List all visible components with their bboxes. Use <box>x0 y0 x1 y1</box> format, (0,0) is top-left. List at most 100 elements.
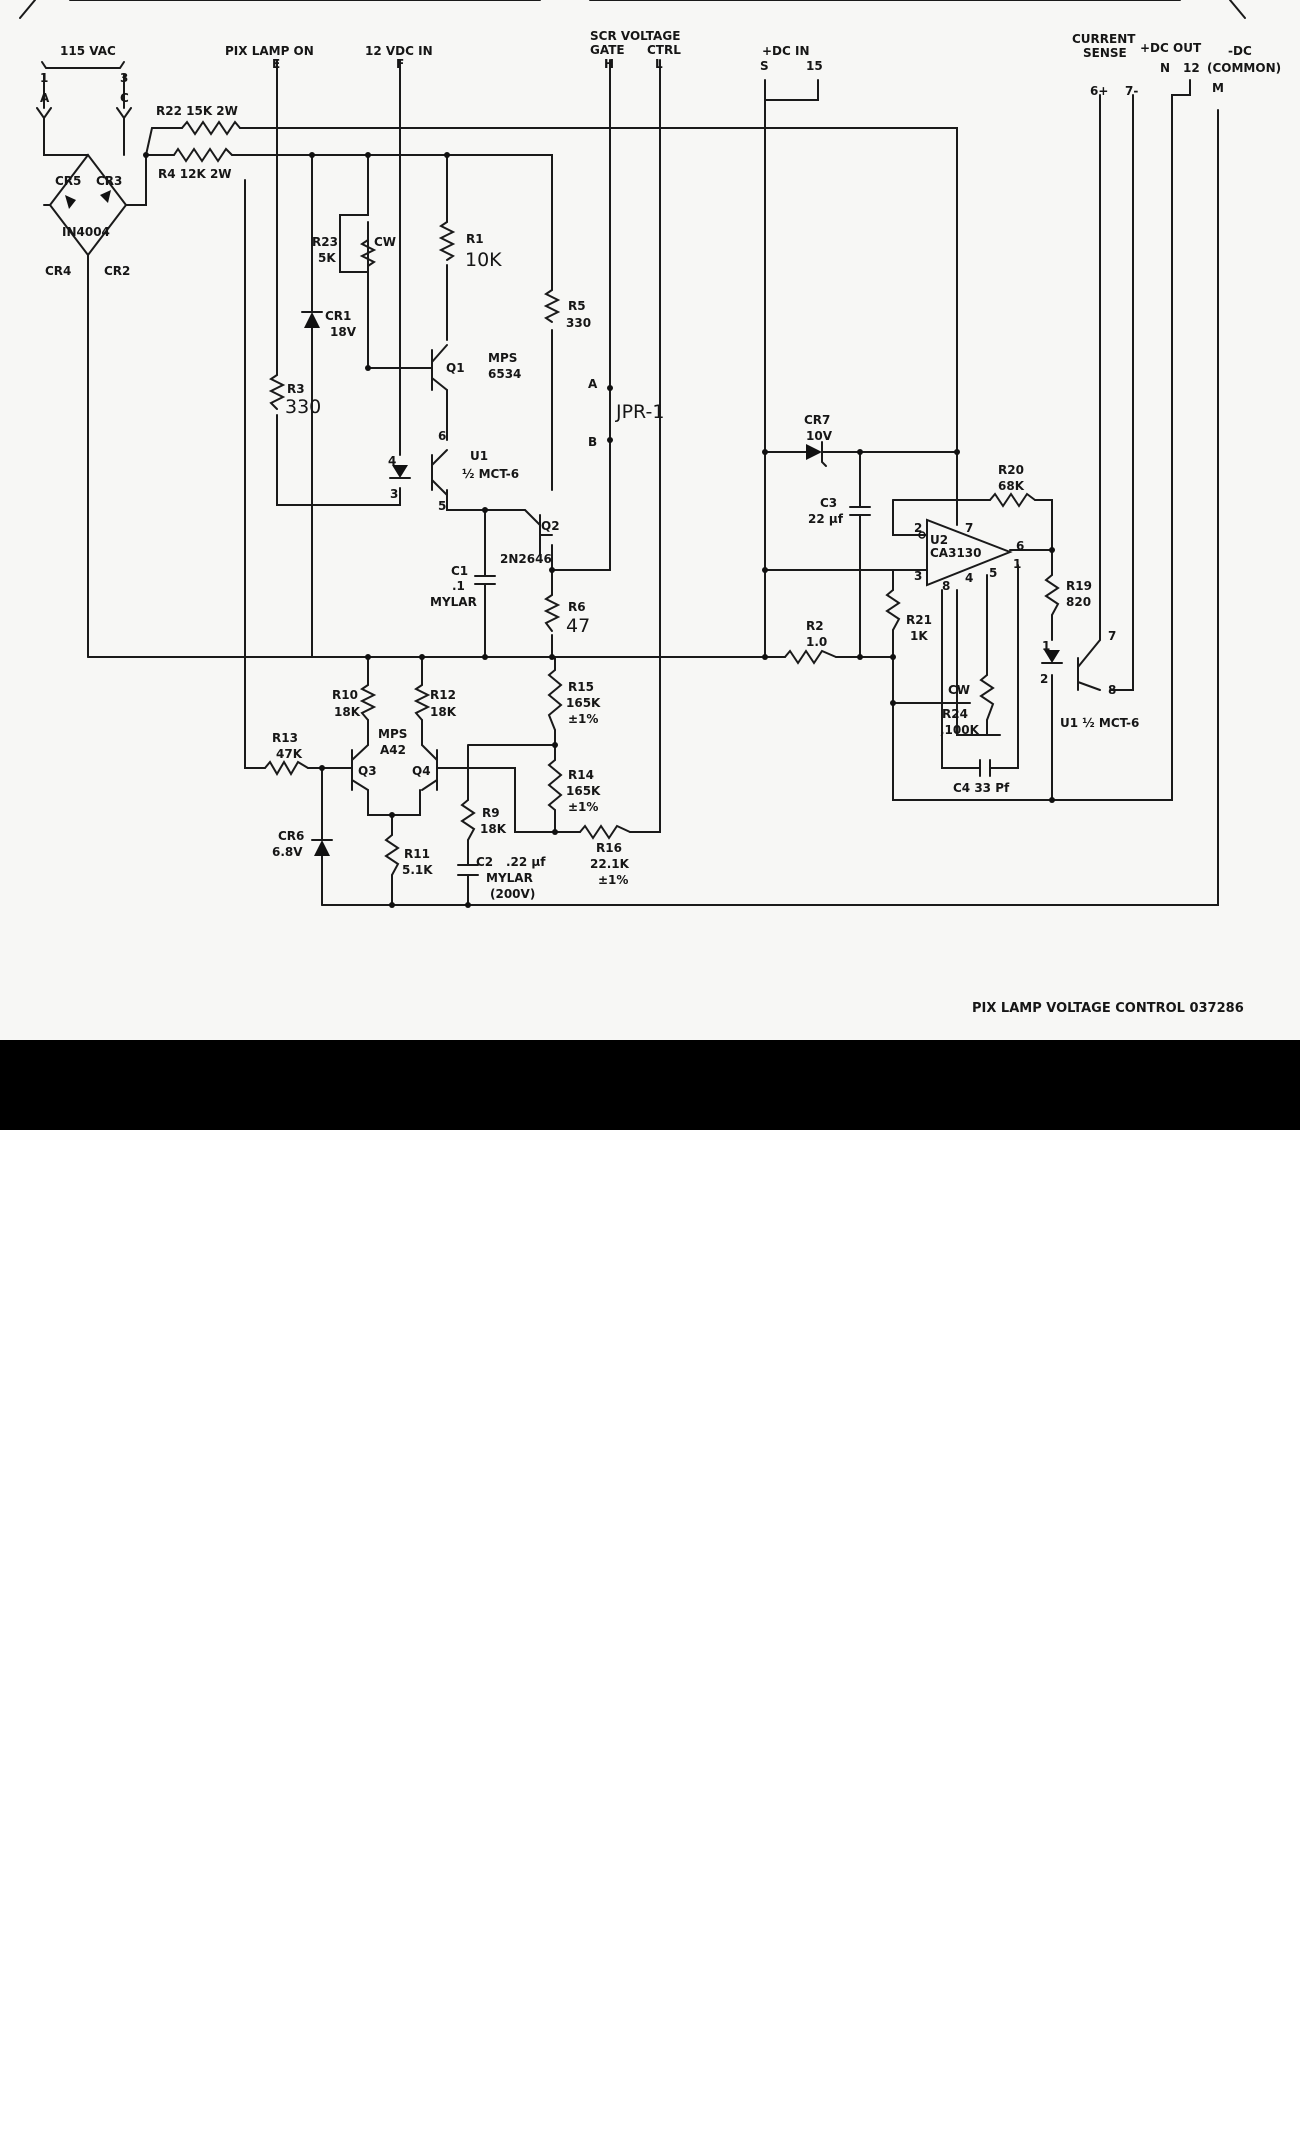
svg-text:1.0: 1.0 <box>806 635 827 649</box>
svg-text:CR1: CR1 <box>325 309 351 323</box>
svg-text:C3: C3 <box>820 496 837 510</box>
svg-text:Q2: Q2 <box>541 519 560 533</box>
svg-text:8: 8 <box>1108 683 1116 697</box>
svg-text:+DC IN: +DC IN <box>762 44 810 58</box>
svg-text:R6: R6 <box>568 600 586 614</box>
svg-text:±1%: ±1% <box>598 873 628 887</box>
svg-text:1: 1 <box>1013 557 1021 571</box>
svg-text:A: A <box>588 377 598 391</box>
svg-text:,100K: ,100K <box>940 723 980 737</box>
svg-text:M: M <box>1212 81 1224 95</box>
svg-text:.22 µf: .22 µf <box>506 855 546 869</box>
svg-text:2N2646: 2N2646 <box>500 552 552 566</box>
svg-text:C: C <box>120 91 129 105</box>
svg-text:18K: 18K <box>480 822 507 836</box>
svg-text:½ MCT-6: ½ MCT-6 <box>462 467 519 481</box>
svg-text:330: 330 <box>566 316 591 330</box>
svg-text:CR7: CR7 <box>804 413 830 427</box>
svg-text:18K: 18K <box>430 705 457 719</box>
svg-text:6.8V: 6.8V <box>272 845 303 859</box>
watermark-bar: alamy 2GAYXTH <box>0 1040 1300 2145</box>
svg-text:R12: R12 <box>430 688 456 702</box>
svg-text:Q3: Q3 <box>358 764 377 778</box>
svg-text:1: 1 <box>1042 639 1050 653</box>
svg-text:47K: 47K <box>276 747 303 761</box>
svg-text:R19: R19 <box>1066 579 1092 593</box>
labels: 115 VAC 1 A 3 C PIX LAMP ON E 12 VDC IN … <box>40 29 1281 1016</box>
svg-text:5.1K: 5.1K <box>402 863 433 877</box>
svg-text:R4 12K 2W: R4 12K 2W <box>158 167 232 181</box>
schematic-drawing: 115 VAC 1 A 3 C PIX LAMP ON E 12 VDC IN … <box>19 0 1281 1016</box>
optocouplers <box>389 465 1063 664</box>
svg-text:CW: CW <box>948 683 970 697</box>
svg-text:JPR-1: JPR-1 <box>615 401 664 423</box>
svg-text:R14: R14 <box>568 768 594 782</box>
opamp-u2 <box>926 518 1013 587</box>
svg-text:±1%: ±1% <box>568 712 598 726</box>
svg-text:H: H <box>604 57 614 71</box>
svg-text:R5: R5 <box>568 299 586 313</box>
svg-text:CTRL: CTRL <box>647 43 681 57</box>
svg-text:S: S <box>760 59 769 73</box>
svg-text:68K: 68K <box>998 479 1025 493</box>
svg-text:B: B <box>588 435 597 449</box>
image-id: 2GAYXTH <box>1130 2103 1199 2120</box>
svg-text:CR5: CR5 <box>55 174 81 188</box>
svg-text:U2: U2 <box>930 533 948 547</box>
svg-text:2: 2 <box>1040 672 1048 686</box>
svg-text:7: 7 <box>1108 629 1116 643</box>
svg-text:-DC: -DC <box>1228 44 1252 58</box>
svg-text:Q1: Q1 <box>446 361 465 375</box>
svg-text:6: 6 <box>1016 539 1024 553</box>
svg-text:R9: R9 <box>482 806 500 820</box>
svg-text:R11: R11 <box>404 847 430 861</box>
svg-text:3: 3 <box>914 569 922 583</box>
svg-text:18K: 18K <box>334 705 361 719</box>
svg-text:L: L <box>655 57 663 71</box>
svg-text:MPS: MPS <box>378 727 407 741</box>
svg-text:CR6: CR6 <box>278 829 304 843</box>
transistors <box>351 344 1101 791</box>
svg-text:N: N <box>1160 61 1170 75</box>
svg-text:.1: .1 <box>452 579 465 593</box>
label-12vdc: 12 VDC IN <box>365 44 433 58</box>
label-115vac: 115 VAC <box>60 44 116 58</box>
svg-text:18V: 18V <box>330 325 357 339</box>
svg-text:CW: CW <box>374 235 396 249</box>
svg-text:U1 ½ MCT-6: U1 ½ MCT-6 <box>1060 716 1139 730</box>
svg-text:22.1K: 22.1K <box>590 857 630 871</box>
svg-text:CR4: CR4 <box>45 264 71 278</box>
svg-text:6+: 6+ <box>1090 84 1108 98</box>
svg-text:8: 8 <box>942 579 950 593</box>
svg-text:IN4004: IN4004 <box>62 225 110 239</box>
svg-text:+DC OUT: +DC OUT <box>1140 41 1202 55</box>
svg-text:10V: 10V <box>806 429 833 443</box>
svg-text:4: 4 <box>965 571 973 585</box>
svg-text:47: 47 <box>566 615 590 637</box>
capacitors <box>457 506 991 876</box>
svg-text:6: 6 <box>438 429 446 443</box>
svg-text:15: 15 <box>806 59 823 73</box>
svg-text:1: 1 <box>40 71 48 85</box>
svg-text:2: 2 <box>914 521 922 535</box>
ac-input <box>36 61 132 156</box>
svg-text:5K: 5K <box>318 251 336 265</box>
zener-diodes <box>301 311 827 856</box>
svg-text:R3: R3 <box>287 382 305 396</box>
svg-text:R13: R13 <box>272 731 298 745</box>
svg-text:CA3130: CA3130 <box>930 546 982 560</box>
label-pix-lamp-on: PIX LAMP ON <box>225 44 314 58</box>
svg-text:CR2: CR2 <box>104 264 130 278</box>
svg-text:7: 7 <box>965 521 973 535</box>
svg-text:R23: R23 <box>312 235 338 249</box>
svg-text:(COMMON): (COMMON) <box>1207 61 1281 75</box>
svg-text:3: 3 <box>120 71 128 85</box>
schematic-sheet: 115 VAC 1 A 3 C PIX LAMP ON E 12 VDC IN … <box>0 0 1300 1130</box>
alamy-logo: alamy <box>48 2093 174 2145</box>
wiring <box>87 59 1219 906</box>
svg-text:GATE: GATE <box>590 43 625 57</box>
svg-text:C1: C1 <box>451 564 468 578</box>
resistors <box>173 120 1060 876</box>
svg-text:SENSE: SENSE <box>1083 46 1127 60</box>
svg-text:R15: R15 <box>568 680 594 694</box>
